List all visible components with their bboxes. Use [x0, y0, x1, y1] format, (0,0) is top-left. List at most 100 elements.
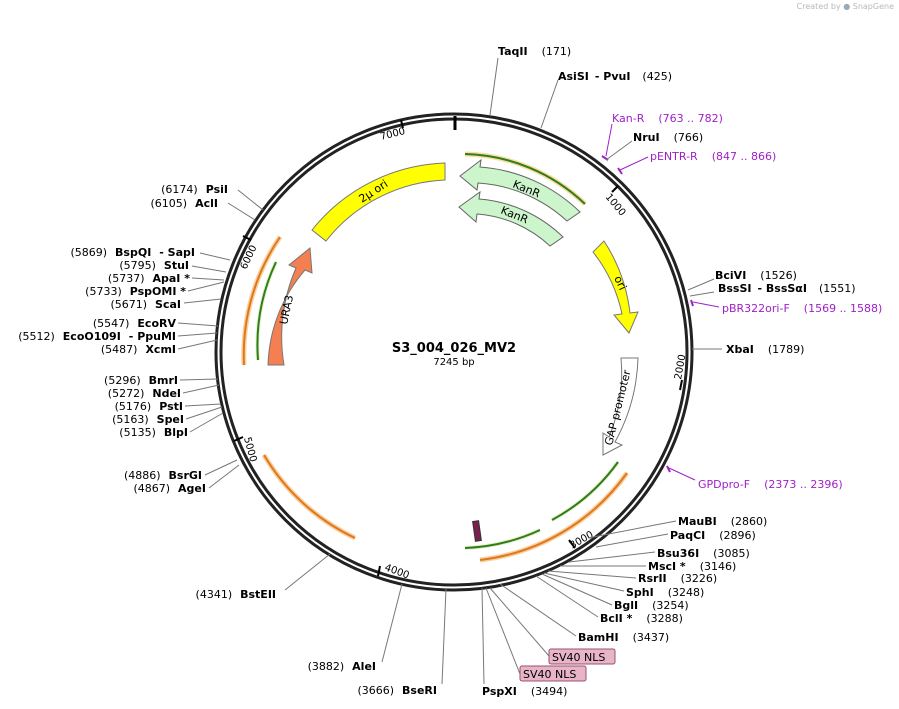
orf-bottom-green-b — [551, 460, 620, 522]
site-pspxi[interactable]: PspXI(3494) — [481, 587, 567, 698]
svg-text:(3882)AleI: (3882)AleI — [308, 660, 376, 673]
svg-text:(5135)BlpI: (5135)BlpI — [119, 426, 188, 439]
primer-pentr-r[interactable]: pENTR-R(847 .. 866) — [617, 150, 776, 175]
orf-bottom-green-b-line — [551, 461, 619, 521]
site-ecorv[interactable]: (5547)EcoRV — [93, 317, 219, 330]
svg-text:(5733)PspOMI *: (5733)PspOMI * — [85, 285, 186, 298]
site-ndei[interactable]: (5272)NdeI — [108, 384, 220, 400]
feature-ori[interactable]: ori — [592, 240, 639, 334]
site-msci[interactable]: MscI *(3146) — [560, 560, 736, 573]
feature-label: KanR — [511, 178, 543, 201]
svg-text:pENTR-R(847 .. 866): pENTR-R(847 .. 866) — [650, 150, 776, 163]
site-spei[interactable]: (5163)SpeI — [112, 406, 223, 426]
orf-ura3-inner-line — [256, 261, 277, 361]
tick-label: 1000 — [603, 192, 628, 219]
svg-text:SphI(3248): SphI(3248) — [626, 586, 704, 599]
feature-label: ori — [611, 274, 629, 292]
svg-text:(5176)PstI: (5176)PstI — [115, 400, 183, 413]
nls-box-2[interactable]: SV40 NLS — [485, 587, 587, 682]
credit-brand: SnapGene — [852, 2, 894, 11]
svg-text:PaqCI(2896): PaqCI(2896) — [670, 529, 756, 542]
site-sphi[interactable]: SphI(3248) — [543, 572, 704, 599]
svg-text:RsrII(3226): RsrII(3226) — [638, 572, 717, 585]
site-bsteii[interactable]: (4341)BstEII — [196, 553, 331, 601]
svg-text:(5547)EcoRV: (5547)EcoRV — [93, 317, 177, 330]
site-apai[interactable]: (5737)ApaI * — [108, 272, 225, 285]
svg-text:Bsu36I(3085): Bsu36I(3085) — [657, 547, 750, 560]
svg-text:(3666)BseRI: (3666)BseRI — [357, 684, 437, 697]
site-bamhi[interactable]: BamHI(3437) — [499, 583, 669, 644]
svg-text:(6105)AclI: (6105)AclI — [151, 197, 218, 210]
site-blpi[interactable]: (5135)BlpI — [119, 412, 224, 439]
site-bmri[interactable]: (5296)BmrI — [104, 374, 219, 387]
site-scai[interactable]: (5671)ScaI — [110, 298, 222, 311]
site-bsu36i[interactable]: Bsu36I(3085) — [568, 547, 750, 563]
svg-text:(4867)AgeI: (4867)AgeI — [133, 482, 206, 495]
feature-label: SV40 NLS — [523, 668, 576, 681]
feature-label: URA3 — [277, 294, 296, 326]
snapgene-credit: Created by ● SnapGene — [797, 2, 894, 11]
primer-pbr322ori-f[interactable]: pBR322ori-F(1569 .. 1588) — [690, 299, 882, 315]
svg-text:(6174)PsiI: (6174)PsiI — [161, 183, 228, 196]
orf-bottom-green-a-line — [464, 529, 541, 549]
tick-2000: 2000 — [673, 354, 688, 391]
svg-text:MauBI(2860): MauBI(2860) — [678, 515, 767, 528]
backbone-outer — [214, 112, 694, 592]
primer-gpdpro-f[interactable]: GPDpro-F(2373 .. 2396) — [666, 465, 843, 491]
orf-left-lower-line — [263, 454, 356, 539]
site-bspqi-sapi[interactable]: (5869)BspQI- SapI — [70, 246, 231, 261]
credit-prefix: Created by — [796, 2, 841, 11]
plasmid-size: 7245 bp — [433, 357, 474, 368]
tick-label: 2000 — [673, 354, 688, 381]
svg-text:TaqII(171): TaqII(171) — [498, 45, 571, 58]
site-psti[interactable]: (5176)PstI — [115, 400, 222, 413]
svg-text:BciVI(1526): BciVI(1526) — [715, 269, 797, 282]
site-bsssi[interactable]: BssSI- BssSαI(1551) — [689, 282, 856, 297]
svg-text:(5795)StuI: (5795)StuI — [119, 259, 189, 272]
site-asisi-pvui[interactable]: AsiSI- PvuI(425) — [540, 70, 672, 129]
svg-text:NruI(766): NruI(766) — [633, 131, 703, 144]
feature-2micron-ori[interactable]: 2µ ori — [311, 162, 446, 242]
site-stui[interactable]: (5795)StuI — [119, 259, 227, 273]
svg-text:AsiSI- PvuI(425): AsiSI- PvuI(425) — [558, 70, 672, 83]
svg-text:(5737)ApaI *: (5737)ApaI * — [108, 272, 190, 285]
site-psii[interactable]: (6174)PsiI — [161, 183, 264, 211]
svg-text:pBR322ori-F(1569 .. 1588): pBR322ori-F(1569 .. 1588) — [722, 302, 882, 315]
site-nrui[interactable]: NruI(766) — [605, 131, 703, 161]
svg-text:BclI *(3288): BclI *(3288) — [600, 612, 683, 625]
nls-box-1[interactable]: SV40 NLS — [489, 587, 616, 665]
feature-gap-promoter[interactable]: GAP promoter — [602, 357, 639, 456]
site-rsrii[interactable]: RsrII(3226) — [547, 570, 717, 585]
svg-text:(4886)BsrGI: (4886)BsrGI — [124, 469, 202, 482]
svg-text:BamHI(3437): BamHI(3437) — [578, 631, 669, 644]
site-bcli[interactable]: BclI *(3288) — [535, 575, 683, 625]
orf-bottom-orange-line — [479, 472, 628, 561]
site-bcivi[interactable]: BciVI(1526) — [687, 269, 797, 291]
site-ecoo109i[interactable]: (5512)EcoO109I- PpuMI — [18, 330, 218, 343]
primer-kan-r[interactable]: Kan-R(763 .. 782) — [601, 112, 723, 161]
orf-left-lower — [261, 453, 357, 541]
plasmid-name: S3_004_026_MV2 — [392, 341, 516, 356]
feature-ura3[interactable]: URA3 — [267, 247, 313, 366]
site-acli[interactable]: (6105)AclI — [151, 197, 256, 221]
site-maubi[interactable]: MauBI(2860) — [587, 515, 767, 539]
site-alei[interactable]: (3882)AleI — [308, 583, 403, 673]
svg-text:MscI *(3146): MscI *(3146) — [648, 560, 736, 573]
svg-text:(5272)NdeI: (5272)NdeI — [108, 387, 181, 400]
site-paqci[interactable]: PaqCI(2896) — [595, 529, 756, 548]
nls-marker — [472, 520, 482, 542]
site-xcmi[interactable]: (5487)XcmI — [101, 339, 218, 356]
site-taqii[interactable]: TaqII(171) — [489, 45, 571, 116]
svg-text:BglI(3254): BglI(3254) — [614, 599, 689, 612]
site-bsrgi[interactable]: (4886)BsrGI — [124, 459, 238, 482]
site-beseri[interactable]: (3666)BseRI — [357, 588, 447, 697]
site-bgli[interactable]: BglI(3254) — [541, 573, 689, 612]
orf-bottom-orange — [479, 471, 630, 563]
svg-text:GPDpro-F(2373 .. 2396): GPDpro-F(2373 .. 2396) — [698, 478, 843, 491]
site-xbai[interactable]: XbaI(1789) — [692, 343, 804, 356]
site-pspomi[interactable]: (5733)PspOMI * — [85, 281, 225, 298]
svg-text:XbaI(1789): XbaI(1789) — [726, 343, 804, 356]
feature-kanr-outer[interactable]: KanR — [459, 158, 581, 222]
site-agei[interactable]: (4867)AgeI — [133, 464, 240, 495]
